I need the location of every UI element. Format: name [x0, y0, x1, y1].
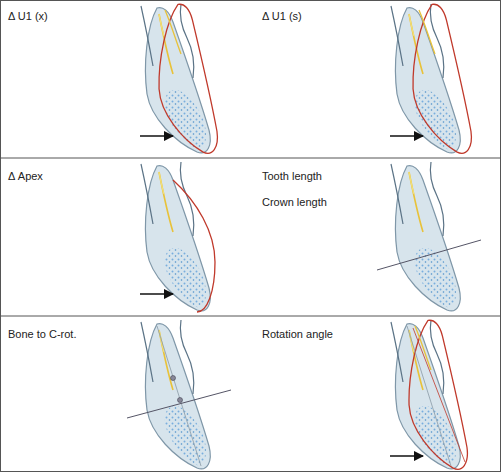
panel-label: Bone to C-rot. [8, 328, 76, 341]
panel-label: Δ Apex [8, 170, 43, 183]
panel-label: Rotation angle [262, 328, 333, 341]
panel-label: Tooth length [262, 170, 322, 183]
panel-label: Δ U1 (x) [8, 10, 48, 23]
panel-label: Crown length [262, 196, 327, 209]
panel-label: Δ U1 (s) [262, 10, 302, 23]
